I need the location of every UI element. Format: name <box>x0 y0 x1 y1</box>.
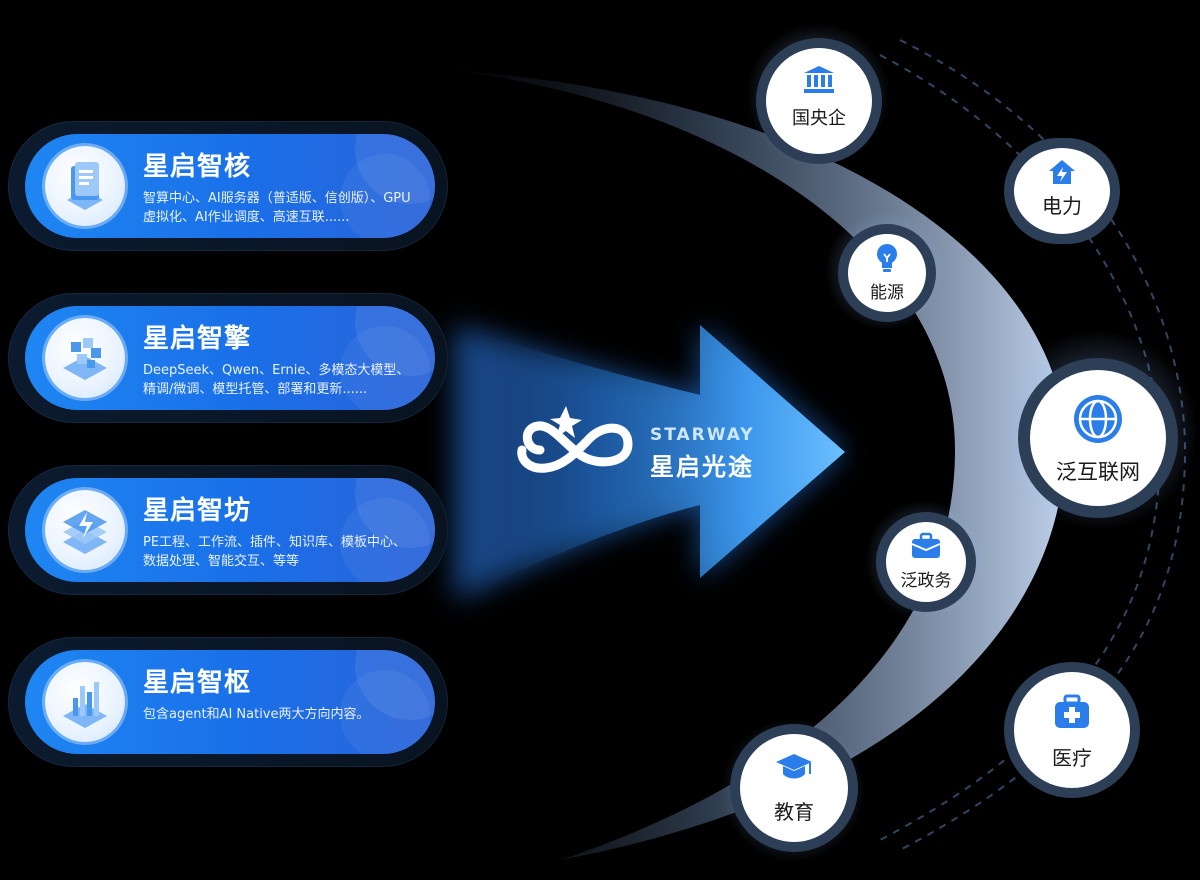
model-cubes-icon <box>45 318 125 398</box>
industry-node-medical[interactable]: 医疗 <box>1004 662 1140 798</box>
graduation-cap-icon <box>774 752 814 784</box>
industry-node-internet[interactable]: 泛互联网 <box>1018 358 1178 518</box>
bar-chart-icon <box>45 662 125 742</box>
product-title: 星启智核 <box>143 146 251 183</box>
workshop-layers-icon <box>45 490 125 570</box>
product-card-zhifang-body: 星启智坊 PE工程、工作流、插件、知识库、模板中心、数据处理、智能交互、等等 <box>25 478 435 582</box>
industry-node-government[interactable]: 泛政务 <box>876 512 976 612</box>
industry-node-energy[interactable]: 能源 <box>838 224 936 322</box>
industry-node-power[interactable]: 电力 <box>1004 138 1120 244</box>
product-desc: PE工程、工作流、插件、知识库、模板中心、数据处理、智能交互、等等 <box>143 533 418 571</box>
product-desc: 智算中心、AI服务器（普适版、信创版）、GPU虚拟化、AI作业调度、高速互联..… <box>143 189 418 227</box>
industry-label: 教育 <box>740 796 848 825</box>
industry-node-education[interactable]: 教育 <box>730 724 858 852</box>
industry-label: 国央企 <box>766 104 872 130</box>
industry-label: 能源 <box>848 278 926 303</box>
industry-label: 泛互联网 <box>1030 456 1166 486</box>
product-card-zhihe-body: 星启智核 智算中心、AI服务器（普适版、信创版）、GPU虚拟化、AI作业调度、高… <box>25 134 435 238</box>
brand-name: STARWAY <box>650 425 755 445</box>
industry-node-soe[interactable]: 国央企 <box>756 38 882 164</box>
industry-label: 医疗 <box>1014 742 1130 771</box>
brand-name-cn: 星启光途 <box>650 447 754 482</box>
product-desc: 包含agent和AI Native两大方向内容。 <box>143 705 418 724</box>
server-stack-icon <box>45 146 125 226</box>
product-title: 星启智枢 <box>143 662 251 699</box>
product-card-zhifang[interactable]: 星启智坊 PE工程、工作流、插件、知识库、模板中心、数据处理、智能交互、等等 <box>8 465 448 595</box>
globe-icon <box>1071 392 1125 446</box>
power-house-icon <box>1047 158 1077 186</box>
briefcase-icon <box>910 532 942 560</box>
product-title: 星启智擎 <box>143 318 251 355</box>
medical-kit-icon <box>1053 694 1091 730</box>
product-card-zhiqing-body: 星启智擎 DeepSeek、Qwen、Ernie、多模态大模型、精调/微调、模型… <box>25 306 435 410</box>
lightbulb-icon <box>874 242 900 274</box>
industry-label: 泛政务 <box>886 566 966 591</box>
product-card-zhihe[interactable]: 星启智核 智算中心、AI服务器（普适版、信创版）、GPU虚拟化、AI作业调度、高… <box>8 121 448 251</box>
product-desc: DeepSeek、Qwen、Ernie、多模态大模型、精调/微调、模型托管、部署… <box>143 361 418 399</box>
bank-icon <box>802 64 836 94</box>
industry-label: 电力 <box>1014 190 1110 219</box>
product-card-zhishu[interactable]: 星启智枢 包含agent和AI Native两大方向内容。 <box>8 637 448 767</box>
product-title: 星启智坊 <box>143 490 251 527</box>
product-card-zhishu-body: 星启智枢 包含agent和AI Native两大方向内容。 <box>25 650 435 754</box>
product-card-zhiqing[interactable]: 星启智擎 DeepSeek、Qwen、Ernie、多模态大模型、精调/微调、模型… <box>8 293 448 423</box>
